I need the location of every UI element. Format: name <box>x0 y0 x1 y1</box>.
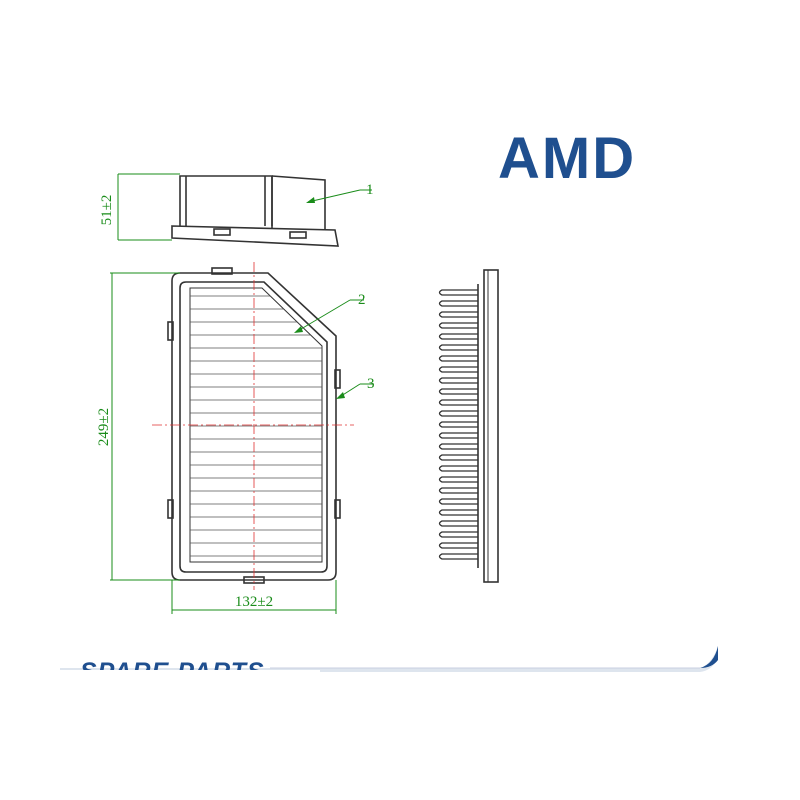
edge-pleat-fold <box>438 410 478 417</box>
callout-2-leader <box>295 299 351 333</box>
plan-inner-frame <box>179 281 328 573</box>
edge-pleat-fold <box>438 289 478 296</box>
plan-pleat-lines <box>190 295 322 557</box>
width-dimension-label: 132±2 <box>235 594 273 610</box>
edge-flange <box>483 269 499 583</box>
height-dimension-label: 51±2 <box>99 195 115 226</box>
edge-pleat-fold <box>438 520 478 527</box>
edge-pleat-fold <box>438 322 478 329</box>
plan-media-border <box>189 287 323 563</box>
plan-tab-top <box>211 267 233 275</box>
edge-pleat-fold <box>438 421 478 428</box>
edge-pleat-fold <box>438 355 478 362</box>
callout-2: 2 <box>294 292 366 333</box>
edge-pleat-fold <box>438 344 478 351</box>
length-dimension <box>110 272 180 581</box>
edge-pleat-fold <box>438 300 478 307</box>
edge-pleat-fold <box>438 542 478 549</box>
callout-3: 3 <box>336 376 375 399</box>
callout-3-label: 3 <box>367 376 375 392</box>
edge-pleat-profile <box>438 289 478 560</box>
edge-pleat-fold <box>438 432 478 439</box>
footer-text-mask <box>60 670 320 710</box>
edge-pleat-fold <box>438 377 478 384</box>
edge-pleat-fold <box>438 443 478 450</box>
callout-2-label: 2 <box>358 292 366 308</box>
edge-pleat-fold <box>438 498 478 505</box>
plan-tab-left-2 <box>167 499 174 519</box>
side-flange <box>171 225 339 247</box>
plan-tab-right-1 <box>334 369 341 389</box>
footer-corner-accent <box>700 646 718 668</box>
side-body <box>179 175 273 226</box>
edge-pleat-fold <box>438 465 478 472</box>
side-profile-view <box>171 175 339 247</box>
callout-3-arrow <box>336 392 345 399</box>
edge-pleat-fold <box>438 333 478 340</box>
end-edge-view <box>477 269 499 583</box>
callout-1-arrow <box>306 197 315 203</box>
edge-pleat-fold <box>438 366 478 373</box>
plan-outer-frame <box>171 272 337 581</box>
callout-2-arrow <box>294 326 303 333</box>
edge-pleat-fold <box>438 454 478 461</box>
length-dimension-label: 249±2 <box>96 408 112 446</box>
side-clip-left <box>213 228 231 236</box>
brand-logo-text: AMD <box>498 126 636 191</box>
edge-pleat-fold <box>438 388 478 395</box>
edge-pleat-fold <box>438 487 478 494</box>
edge-pleat-fold <box>438 311 478 318</box>
callout-1-label: 1 <box>366 182 374 198</box>
edge-pleat-fold <box>438 531 478 538</box>
edge-pleat-fold <box>438 399 478 406</box>
edge-pleat-fold <box>438 476 478 483</box>
side-clip-right <box>289 231 307 239</box>
edge-pleat-fold <box>438 509 478 516</box>
plan-centerlines <box>152 262 354 590</box>
footer-rule-shadow <box>60 646 718 672</box>
height-dimension <box>117 173 180 241</box>
width-dimension <box>171 580 337 614</box>
callout-1: 1 <box>306 182 374 203</box>
callout-1-leader <box>307 189 361 203</box>
edge-pleat-fold <box>438 553 478 560</box>
plan-tab-left-1 <box>167 321 174 341</box>
plan-tab-right-2 <box>334 499 341 519</box>
brand-logo: AMD <box>498 126 636 191</box>
side-slope <box>271 175 326 230</box>
